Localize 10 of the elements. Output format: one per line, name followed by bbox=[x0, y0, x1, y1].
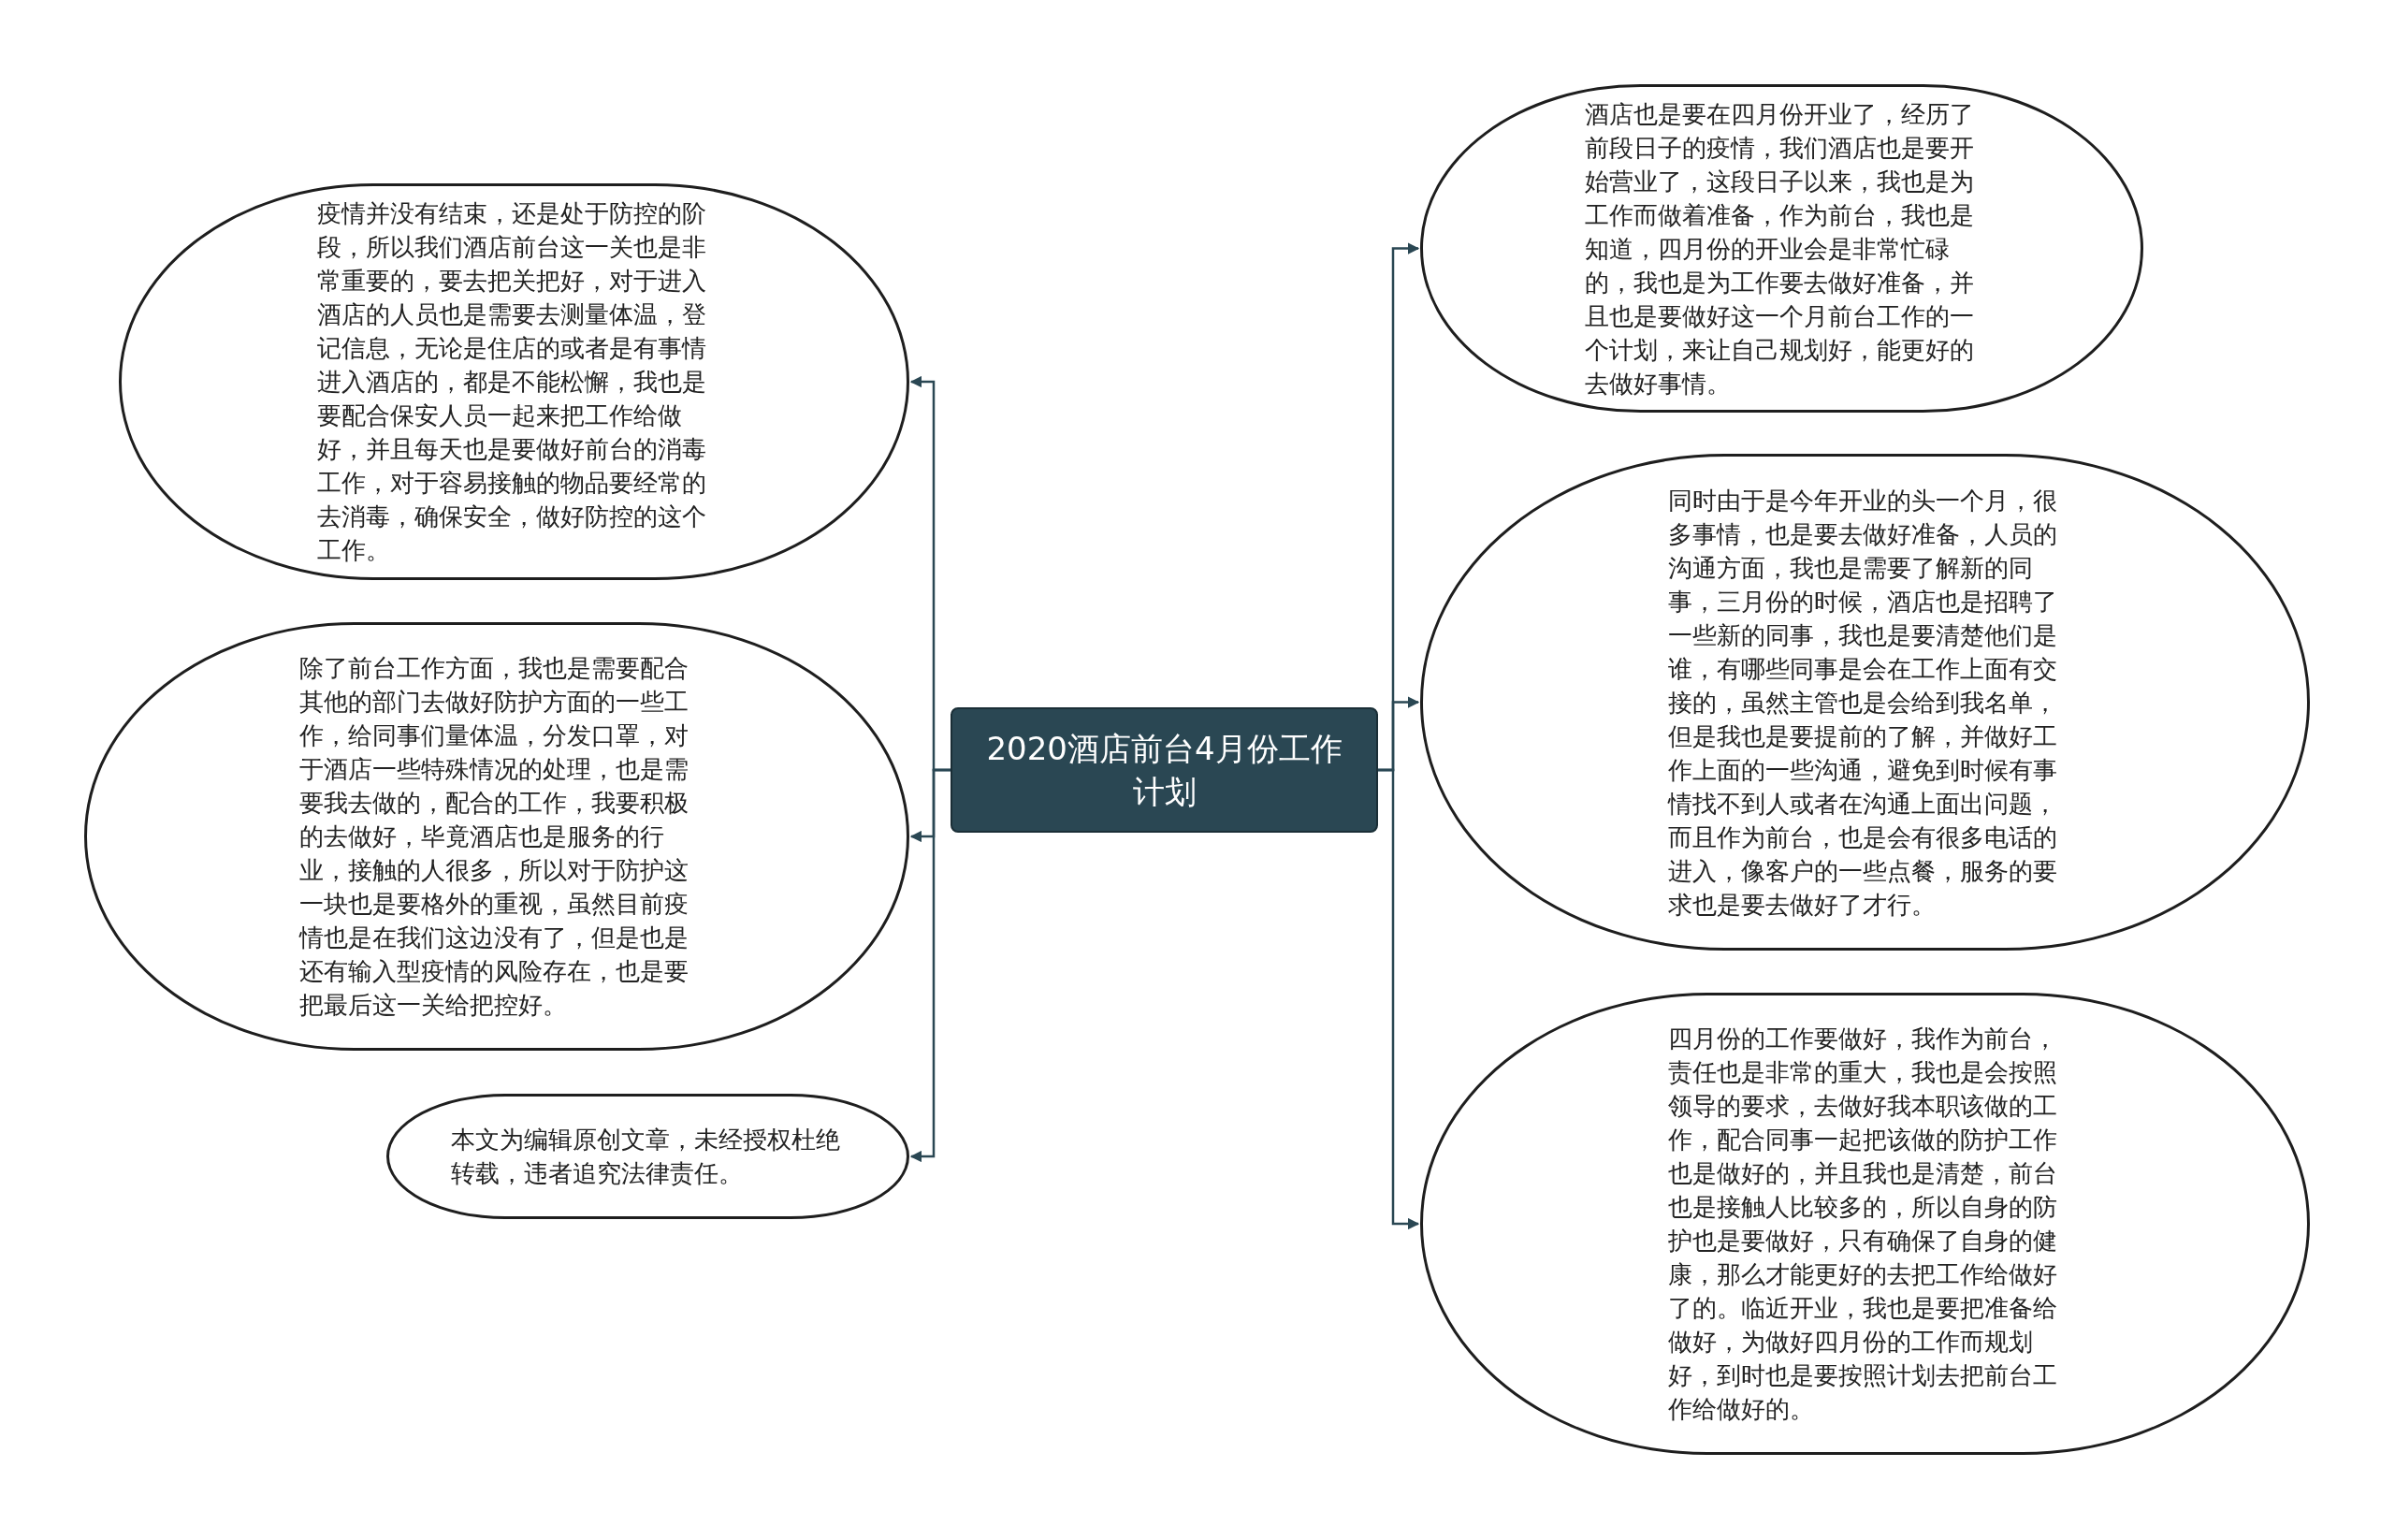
connector-arrow bbox=[1378, 768, 1420, 1230]
paragraph-text: 酒店也是要在四月份开业了，经历了前段日子的疫情，我们酒店也是要开始营业了，这段日子以来，我也是为工作而做着准备，作为前台，我也是知道，四月份的开业会是非常忙碌的，我也是为工作要去做好准备，并且也是要做好这一个月前台工作的一个计划，来让自己规划好，能更好的去做好事情。 bbox=[1584, 98, 1975, 400]
paragraph-text: 四月份的工作要做好，我作为前台，责任也是非常的重大，我也是会按照领导的要求，去做好我本职该做的工作，配合同事一起把该做的防护工作也是做好的，并且我也是清楚，前台也是接触人比较多的，所以自身的防护也是要做好，只有确保了自身的健康，那么才能更好的去把工作给做好了的。临近开业，我也是要把准备给做好，为做好四月份的工作而规划好，到时也是要按照计划去把前台工作给做好的。 bbox=[1667, 1024, 2058, 1425]
central-topic-box bbox=[951, 707, 1378, 833]
topic-title: 2020酒店前台4月份工作计划 bbox=[985, 729, 1343, 812]
paragraph-text: 同时由于是今年开业的头一个月，很多事情，也是要去做好准备，人员的沟通方面，我也是需要了解新的同事，三月份的时候，酒店也是招聘了一些新的同事，我也是要清楚他们是谁，有哪些同事是会在工作上面有交接的，虽然主管也是会给到我名单，但是我也是要提前的了解，并做好工作上面的一些沟通，避免到时候有事情找不到人或者在沟通上面出问题，而且作为前台，也是会有很多电话的进入，像客户的一些点餐，服务的要求也是要去做好了才行。 bbox=[1667, 485, 2058, 921]
paragraph-text: 疫情并没有结束，还是处于防控的阶段，所以我们酒店前台这一关也是非常重要的，要去把关把好，对于进入酒店的人员也是需要去测量体温，登记信息，无论是住店的或者是有事情进入酒店的，都是不能松懈，我也是要配合保安人员一起来把工作给做好，并且每天也是要做好前台的消毒工作，对于容易接触的物品要经常的去消毒，确保安全，做好防控的这个工作。 bbox=[316, 198, 707, 566]
paragraph-text: 本文为编辑原创文章，未经授权杜绝转载，违者追究法律责任。 bbox=[450, 1125, 841, 1189]
paragraph-text: 除了前台工作方面，我也是需要配合其他的部门去做好防护方面的一些工作，给同事们量体温，分发口罩，对于酒店一些特殊情况的处理，也是需要我去做的，配合的工作，我要积极的去做好，毕竟酒店也是服务的行业，接触的人很多，所以对于防护这一块也是要格外的重视，虽然目前疫情也是在我们这边没有了，但是也是还有输入型疫情的风险存在，也是要把最后这一关给把控好。 bbox=[299, 653, 690, 1021]
connector-arrow bbox=[909, 768, 951, 1163]
